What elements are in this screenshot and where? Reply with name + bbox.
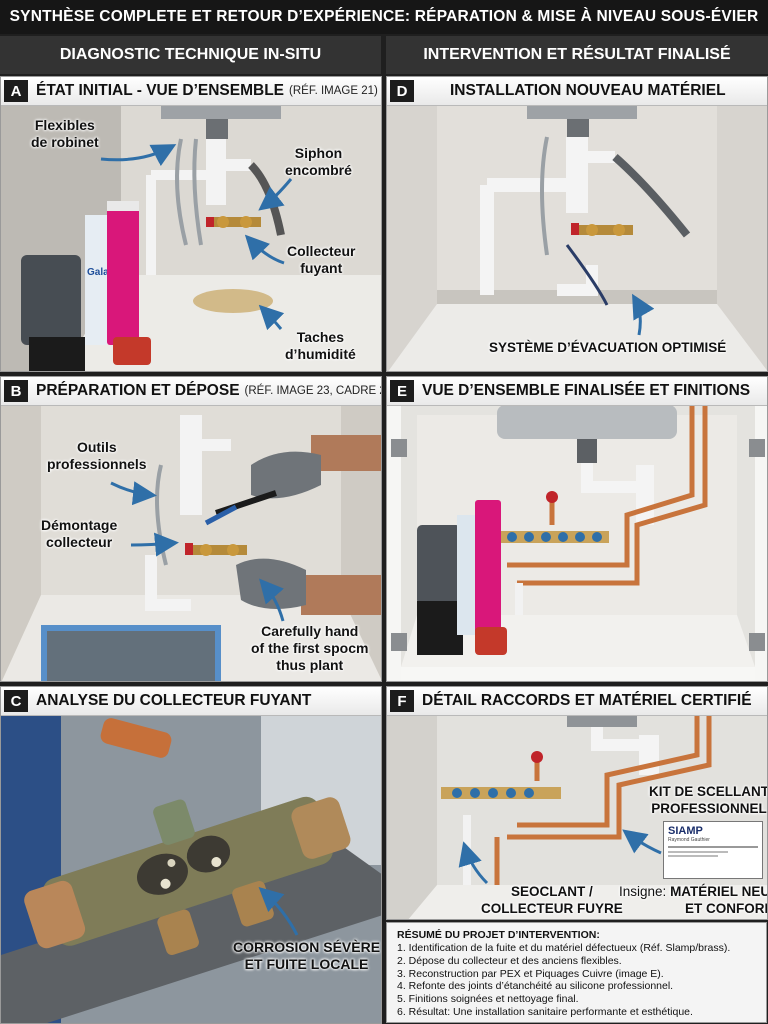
- panel-f-scene: [387, 715, 767, 919]
- panel-a-title: ÉTAT INITIAL - VUE D’ENSEMBLE: [36, 82, 285, 99]
- panel-e-photo: [387, 405, 767, 681]
- panel-e-title: VUE D’ENSEMBLE FINALISÉE ET FINITIONS: [422, 382, 751, 399]
- panel-e-badge: E: [390, 380, 414, 402]
- callout-flexibles: Flexibles de robinet: [31, 117, 99, 151]
- callout-insigne-line2: ET CONFORME: [685, 901, 767, 916]
- panel-c-header: C ANALYSE DU COLLECTEUR FUYANT: [1, 687, 381, 716]
- siamp-product-label: SIAMP Raymond Gauthier: [663, 821, 763, 879]
- panel-c-badge: C: [4, 690, 28, 712]
- callout-hand-line2: of the first spocm: [251, 640, 369, 656]
- summary-item: 3. Reconstruction par PEX et Piquages Cu…: [397, 967, 664, 980]
- panel-e[interactable]: E VUE D’ENSEMBLE FINALISÉE ET FINITIONS: [386, 376, 768, 682]
- callout-collecteur: Collecteur fuyant: [287, 243, 355, 277]
- summary-title: RÉSUMÉ DU PROJET D’INTERVENTION:: [397, 929, 600, 941]
- panel-a-badge: A: [4, 80, 28, 102]
- panel-d-title: INSTALLATION NOUVEAU MATÉRIEL: [450, 82, 726, 99]
- callout-outils: Outils professionnels: [47, 439, 147, 473]
- column-header-intervention: INTERVENTION ET RÉSULTAT FINALISÉ: [386, 36, 768, 74]
- panel-b[interactable]: B PRÉPARATION ET DÉPOSE (RÉF. IMAGE 23, …: [0, 376, 382, 682]
- project-summary: RÉSUMÉ DU PROJET D’INTERVENTION: 1. Iden…: [386, 922, 767, 1023]
- callout-flexibles-line1: Flexibles: [34, 117, 95, 133]
- panel-b-scene: [1, 405, 381, 681]
- callout-demontage: Démontage collecteur: [41, 517, 117, 551]
- callout-hand-line3: thus plant: [276, 657, 344, 673]
- panel-d-photo: [387, 105, 767, 371]
- bottle-label: Gala: [87, 267, 109, 278]
- callout-kit-line1: KIT DE SCELLANT: [649, 784, 768, 799]
- callout-corrosion-line2: ET FUITE LOCALE: [244, 956, 369, 972]
- panel-b-photo: [1, 405, 381, 681]
- panel-a-ref: (RÉF. IMAGE 21): [289, 85, 378, 97]
- summary-item: 4. Refonte des joints d’étanchéité au si…: [397, 980, 674, 993]
- callout-hand: Carefully hand of the first spocm thus p…: [251, 623, 368, 674]
- callout-taches: Taches d’humidité: [285, 329, 356, 363]
- callout-collecteur-line1: Collecteur: [287, 243, 356, 259]
- panel-f-title: DÉTAIL RACCORDS ET MATÉRIEL CERTIFIÉ: [422, 692, 752, 709]
- callout-outils-line1: Outils: [76, 439, 117, 455]
- callout-demontage-line1: Démontage: [41, 517, 118, 533]
- siamp-brand: SIAMP: [668, 825, 703, 837]
- callout-corrosion: CORROSION SÉVÈRE ET FUITE LOCALE: [233, 939, 380, 973]
- panel-a-header: A ÉTAT INITIAL - VUE D’ENSEMBLE (RÉF. IM…: [1, 77, 381, 106]
- callout-siphon-line2: encombré: [285, 162, 352, 178]
- callout-insigne-line1: MATÉRIEL NEUF: [670, 884, 768, 899]
- callout-siphon-line1: Siphon: [294, 145, 343, 161]
- panel-d[interactable]: D INSTALLATION NOUVEAU MATÉRIEL SYSTÈME …: [386, 76, 768, 372]
- panel-f-header: F DÉTAIL RACCORDS ET MATÉRIEL CERTIFIÉ: [387, 687, 767, 716]
- callout-insigne-label: Insigne:: [619, 884, 667, 899]
- summary-item: 2. Dépose du collecteur et des anciens f…: [397, 954, 622, 967]
- panel-f-photo: [387, 715, 767, 919]
- panel-e-header: E VUE D’ENSEMBLE FINALISÉE ET FINITIONS: [387, 377, 767, 406]
- panel-e-scene: [387, 405, 767, 681]
- panel-d-header: D INSTALLATION NOUVEAU MATÉRIEL: [387, 77, 767, 106]
- callout-corrosion-line1: CORROSION SÉVÈRE: [233, 939, 381, 955]
- summary-item: 6. Résultat: Une installation sanitaire …: [397, 1005, 693, 1018]
- panel-b-title: PRÉPARATION ET DÉPOSE: [36, 382, 240, 399]
- panel-f-badge: F: [390, 690, 414, 712]
- callout-taches-line1: Taches: [296, 329, 344, 345]
- panel-c[interactable]: C ANALYSE DU COLLECTEUR FUYANT: [0, 686, 382, 1024]
- callout-seoclant-line1: SEOCLANT /: [510, 884, 593, 899]
- panel-c-title: ANALYSE DU COLLECTEUR FUYANT: [36, 692, 312, 709]
- callout-outils-line2: professionnels: [47, 456, 147, 472]
- panel-f[interactable]: F DÉTAIL RACCORDS ET MATÉRIEL CERTIFIÉ K…: [386, 686, 768, 920]
- callout-collecteur-line2: fuyant: [300, 260, 343, 276]
- panel-a[interactable]: A ÉTAT INITIAL - VUE D’ENSEMBLE (RÉF. IM…: [0, 76, 382, 372]
- callout-seoclant: SEOCLANT / COLLECTEUR FUYRE: [481, 883, 623, 917]
- callout-kit-line2: PROFESSIONNEL: [651, 801, 767, 816]
- callout-taches-line2: d’humidité: [285, 346, 356, 362]
- panel-d-badge: D: [390, 80, 414, 102]
- panel-b-header: B PRÉPARATION ET DÉPOSE (RÉF. IMAGE 23, …: [1, 377, 381, 406]
- callout-siphon: Siphon encombré: [285, 145, 352, 179]
- siamp-brand-sub: Raymond Gauthier: [668, 837, 710, 843]
- callout-kit: KIT DE SCELLANT PROFESSIONNEL: [649, 783, 768, 817]
- callout-evacuation: SYSTÈME D’ÉVACUATION OPTIMISÉ: [489, 340, 727, 355]
- callout-insigne: Insigne: MATÉRIEL NEUF ET CONFORME: [619, 883, 768, 917]
- page-title: SYNTHÈSE COMPLETE ET RETOUR D’EXPÉRIENCE…: [0, 0, 768, 34]
- callout-seoclant-line2: COLLECTEUR FUYRE: [481, 901, 623, 916]
- callout-hand-line1: Carefully hand: [261, 623, 359, 639]
- panel-d-scene: [387, 105, 767, 371]
- panel-c-photo: [1, 715, 381, 1023]
- callout-demontage-line2: collecteur: [46, 534, 113, 550]
- panel-b-ref: (RÉF. IMAGE 23, CADRE 2): [244, 385, 382, 397]
- summary-item: 5. Finitions soignées et nettoyage final…: [397, 993, 579, 1006]
- summary-list: 1. Identification de la fuite et du maté…: [397, 942, 758, 1019]
- callout-flexibles-line2: de robinet: [31, 134, 99, 150]
- summary-item: 1. Identification de la fuite et du maté…: [397, 942, 731, 954]
- panel-b-badge: B: [4, 380, 28, 402]
- column-header-diagnostic: DIAGNOSTIC TECHNIQUE IN-SITU: [0, 36, 381, 74]
- panel-c-scene: [1, 715, 381, 1023]
